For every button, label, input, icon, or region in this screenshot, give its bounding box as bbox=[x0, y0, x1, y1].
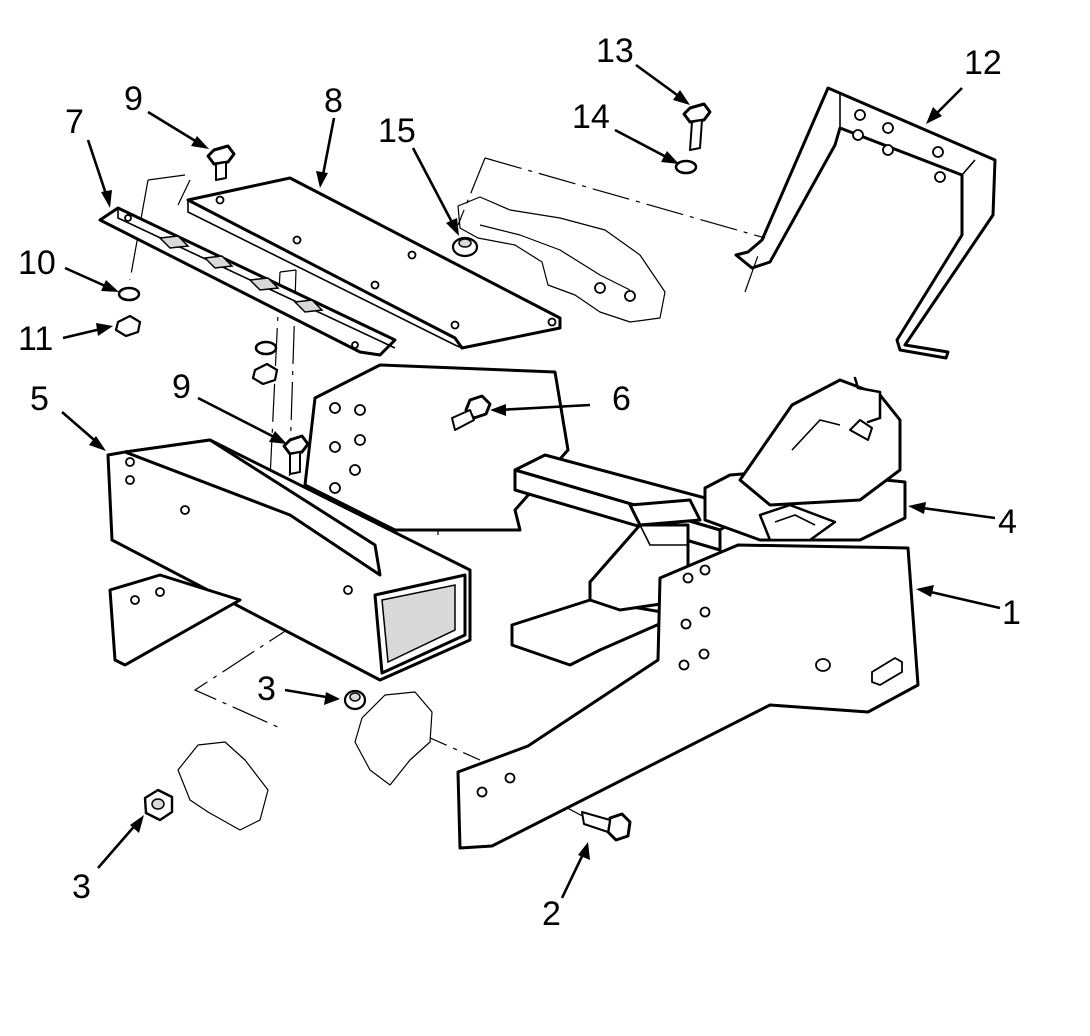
callout-13: 13 bbox=[596, 32, 634, 70]
left-mount-bracket bbox=[108, 573, 242, 667]
part-7-slotted-bar bbox=[98, 206, 397, 357]
callout-2: 2 bbox=[542, 895, 561, 933]
ghost-link-lower bbox=[177, 741, 269, 831]
part-6-bolt bbox=[451, 394, 492, 431]
callout-9-upper: 9 bbox=[124, 80, 143, 118]
part-10-washer bbox=[117, 286, 278, 356]
part-12-push-frame bbox=[734, 86, 997, 360]
callout-7: 7 bbox=[65, 103, 84, 141]
callout-4: 4 bbox=[998, 503, 1017, 541]
part-13-bolt bbox=[682, 102, 712, 151]
part-1-rear-side-plate bbox=[303, 363, 570, 532]
callout-11: 11 bbox=[18, 320, 53, 358]
part-3-nut-lower bbox=[143, 788, 174, 822]
callout-labels: 1 2 3 3 4 5 6 7 8 9 9 10 11 12 13 14 15 bbox=[18, 32, 1021, 933]
callout-8: 8 bbox=[324, 82, 343, 120]
part-8-cover-plate bbox=[186, 176, 562, 350]
callout-3-lower: 3 bbox=[72, 868, 91, 906]
leader-lines bbox=[61, 63, 1001, 899]
callout-15: 15 bbox=[378, 112, 416, 150]
part-4-hitch-assembly bbox=[703, 376, 907, 542]
callout-5: 5 bbox=[30, 380, 49, 418]
callout-12: 12 bbox=[964, 44, 1002, 82]
part-2-bolt bbox=[581, 811, 632, 842]
part-5-tray bbox=[106, 438, 472, 682]
part-9-bolt-lower bbox=[282, 434, 310, 475]
part-9-bolt-upper bbox=[206, 144, 236, 181]
part-15-flange-nut bbox=[451, 236, 479, 258]
callout-14: 14 bbox=[572, 98, 610, 136]
part-14-washer bbox=[674, 159, 698, 175]
callout-6: 6 bbox=[612, 380, 631, 418]
callout-9-lower: 9 bbox=[172, 368, 191, 406]
part-3-nut-middle bbox=[343, 689, 367, 711]
part-11-nut bbox=[114, 314, 279, 386]
callout-3-middle: 3 bbox=[257, 670, 276, 708]
callout-10: 10 bbox=[18, 244, 56, 282]
ghost-link-middle bbox=[354, 691, 433, 786]
part-1-front-side-plate bbox=[456, 543, 920, 850]
callout-1: 1 bbox=[1002, 594, 1021, 632]
ghost-link-plate bbox=[457, 196, 666, 323]
